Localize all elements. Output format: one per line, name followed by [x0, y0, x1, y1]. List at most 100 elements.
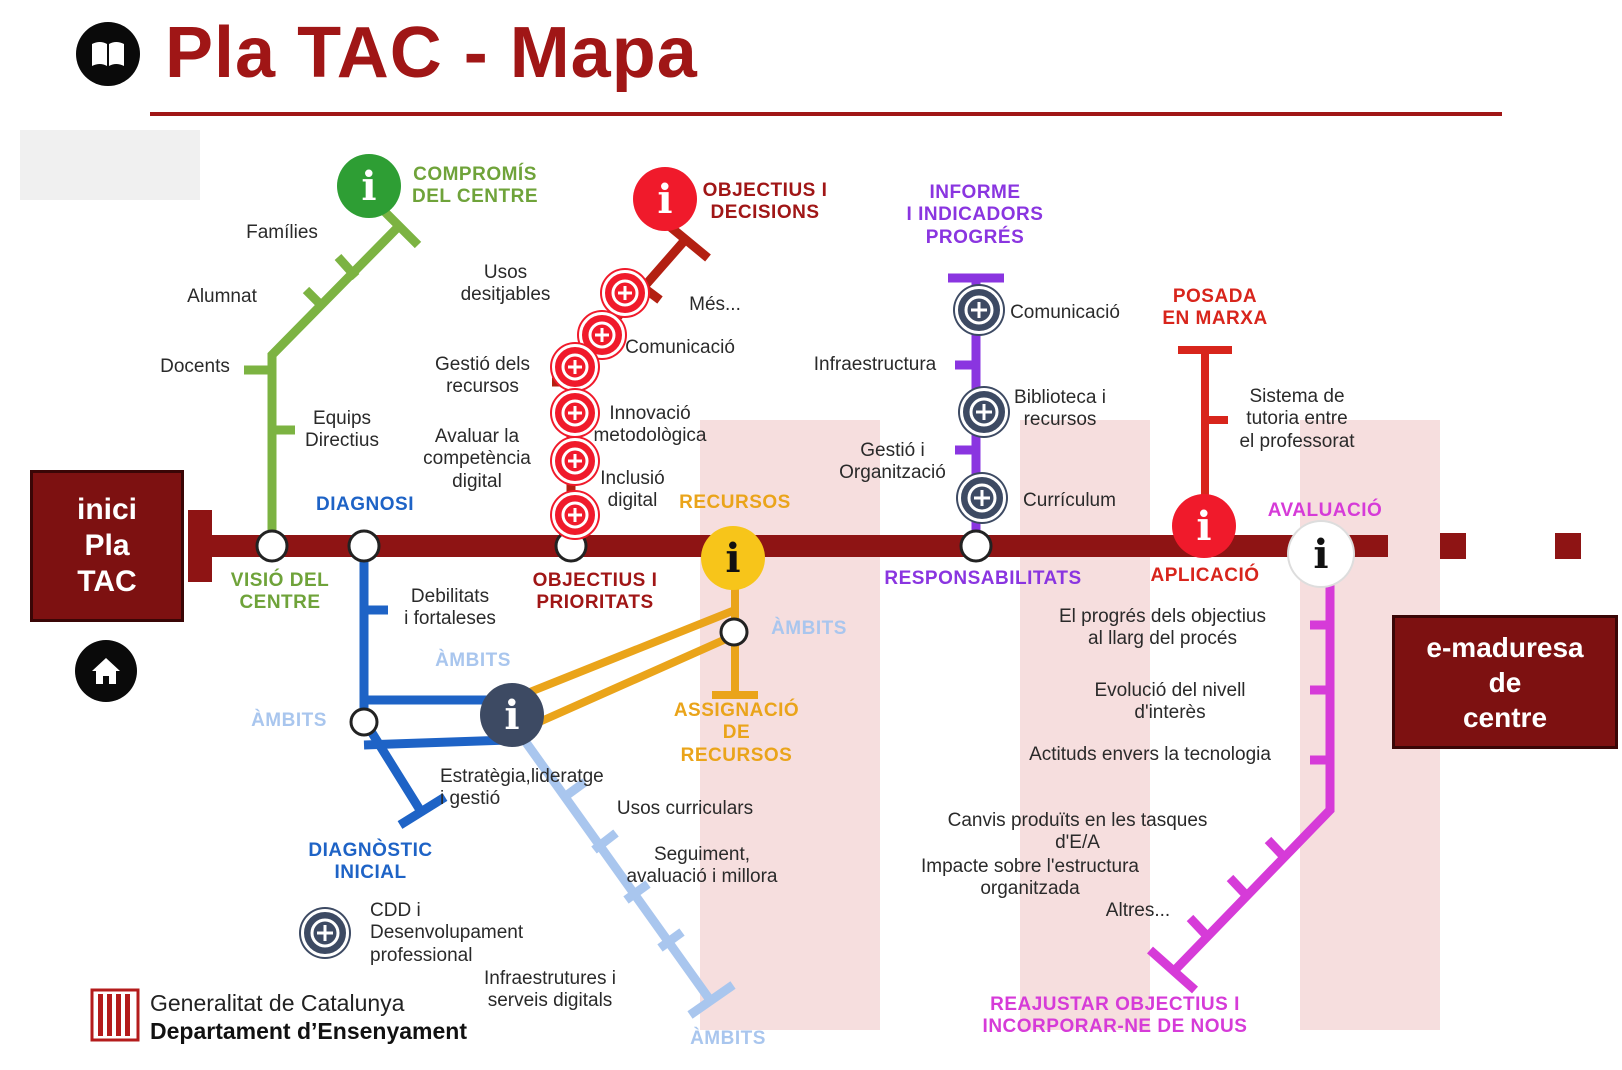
- plus-icon: [561, 399, 589, 427]
- plus-icon: [964, 295, 994, 325]
- footer-department: Departament d’Ensenyament: [150, 1018, 467, 1044]
- ambits-title: ÀMBITS: [690, 1028, 766, 1049]
- reajustar-item: Canvis produïts en les tasques d'E/A: [947, 810, 1208, 854]
- home-button[interactable]: [75, 640, 137, 702]
- page-title: Pla TAC - Mapa: [165, 13, 698, 93]
- posada-item: Sistema de tutoria entre el professorat: [1239, 386, 1355, 452]
- diagnostic-ambits: ÀMBITS: [251, 710, 327, 731]
- end-box-label: e-maduresa de centre: [1426, 631, 1584, 733]
- info-icon: i: [1313, 530, 1329, 578]
- diagnostic-title: DIAGNÒSTIC INICIAL: [308, 840, 433, 884]
- plus-icon: [561, 353, 589, 381]
- generalitat-logo: [90, 988, 140, 1042]
- ambits-item: Estratègia,lideratge i gestió: [440, 766, 604, 810]
- reajustar-item: Altres...: [1105, 900, 1171, 921]
- objectius-item: Innovació metodològica: [593, 403, 707, 447]
- station-aplicacio-label: APLICACIÓ: [1150, 565, 1260, 586]
- plus-icon: [588, 321, 616, 349]
- objectius-info-button[interactable]: i: [633, 167, 697, 231]
- plus-icon: [310, 918, 340, 948]
- station-responsabilitats-label: RESPONSABILITATS: [884, 568, 1082, 589]
- ambits-info-button[interactable]: i: [480, 683, 544, 747]
- info-icon: i: [361, 162, 377, 210]
- informe-title: INFORME I INDICADORS PROGRÉS: [906, 182, 1044, 248]
- main-line-dash-2: [1555, 533, 1581, 559]
- station-diagnosi-label: DIAGNOSI: [316, 494, 414, 515]
- main-line-dash-1: [1440, 533, 1466, 559]
- start-box[interactable]: inici Pla TAC: [30, 470, 184, 622]
- compromis-branch: [244, 206, 422, 545]
- compromis-item: Alumnat: [187, 286, 257, 307]
- diagnostic-ambits: ÀMBITS: [435, 650, 511, 671]
- book-icon: [92, 42, 124, 66]
- ambits-item: Infraestrutures i serveis digitals: [484, 968, 616, 1012]
- informe-plus-button[interactable]: [955, 286, 1003, 334]
- plus-icon: [969, 397, 999, 427]
- objectius-item: Més...: [689, 294, 741, 315]
- title-divider: [150, 112, 1502, 116]
- info-icon: i: [504, 691, 520, 739]
- objectius-plus-button[interactable]: [552, 344, 598, 390]
- objectius-item: Gestió dels recursos: [434, 354, 531, 398]
- reajustar-item: Actituds envers la tecnologia: [1029, 744, 1271, 765]
- objectius-item: Inclusió digital: [600, 468, 665, 512]
- compromis-item: Docents: [160, 356, 230, 377]
- station-visio-label: VISIÓ DEL CENTRE: [230, 570, 330, 614]
- objectius-plus-button[interactable]: [552, 390, 598, 436]
- station-ambits-blue: [349, 707, 379, 737]
- recursos-info-button[interactable]: i: [701, 526, 765, 590]
- informe-plus-button[interactable]: [958, 474, 1006, 522]
- ambits-item: Seguiment, avaluació i millora: [626, 844, 778, 888]
- info-icon: i: [725, 534, 741, 582]
- objectius-plus-button[interactable]: [552, 438, 598, 484]
- reajustar-item: El progrés dels objectius al llarg del p…: [1059, 606, 1266, 650]
- plus-icon: [611, 279, 639, 307]
- station-recursos-label: RECURSOS: [679, 492, 791, 513]
- ambits-branch: [506, 717, 736, 1019]
- informe-plus-button[interactable]: [960, 388, 1008, 436]
- info-icon: i: [657, 175, 673, 223]
- station-visio: [255, 529, 289, 563]
- objectius-plus-button[interactable]: [602, 270, 648, 316]
- station-diagnosi: [347, 529, 381, 563]
- assignacio-ambits: ÀMBITS: [771, 618, 847, 639]
- cdd-plus-button[interactable]: [301, 909, 349, 957]
- informe-item: Currículum: [1023, 490, 1116, 511]
- compromis-item: Famílies: [246, 222, 318, 243]
- plus-icon: [561, 501, 589, 529]
- informe-item: Infraestructura: [813, 354, 937, 375]
- compromis-info-button[interactable]: i: [337, 154, 401, 218]
- objectius-title: OBJECTIUS I DECISIONS: [702, 180, 828, 224]
- end-box[interactable]: e-maduresa de centre: [1392, 615, 1618, 749]
- objectius-plus-button[interactable]: [552, 492, 598, 538]
- station-ambits-orange: [719, 617, 749, 647]
- reajustar-item: Evolució del nivell d'interès: [1094, 680, 1246, 724]
- home-icon: [92, 658, 120, 684]
- reajustar-item: Impacte sobre l'estructura organitzada: [921, 856, 1139, 900]
- book-icon-button[interactable]: [76, 22, 140, 86]
- objectius-item: Avaluar la competència digital: [423, 426, 531, 492]
- compromis-item: Equips Directius: [305, 408, 379, 452]
- informe-item: Biblioteca i recursos: [1014, 387, 1106, 431]
- avaluacio-info-button[interactable]: i: [1289, 522, 1353, 586]
- footer-generalitat: Generalitat de Catalunya: [150, 990, 405, 1016]
- objectius-item: Usos desitjables: [460, 262, 551, 306]
- station-responsabilitats: [959, 529, 993, 563]
- main-line: [188, 535, 1388, 557]
- start-box-label: inici Pla TAC: [76, 493, 137, 598]
- plus-icon: [967, 483, 997, 513]
- reajustar-branch: [1147, 560, 1335, 994]
- plus-icon: [561, 447, 589, 475]
- station-avaluacio-label: AVALUACIÓ: [1267, 500, 1383, 521]
- station-objectius-label: OBJECTIUS I PRIORITATS: [532, 570, 658, 614]
- objectius-item: Comunicació: [625, 337, 735, 358]
- aplicacio-info-button[interactable]: i: [1172, 494, 1236, 558]
- info-icon: i: [1196, 502, 1212, 550]
- informe-item: Comunicació: [1010, 302, 1120, 323]
- main-line-start-cap: [188, 510, 212, 582]
- reajustar-title: REAJUSTAR OBJECTIUS I INCORPORAR-NE DE N…: [982, 994, 1248, 1038]
- posada-title: POSADA EN MARXA: [1162, 286, 1268, 330]
- diagnostic-item: Debilitats i fortaleses: [404, 586, 496, 630]
